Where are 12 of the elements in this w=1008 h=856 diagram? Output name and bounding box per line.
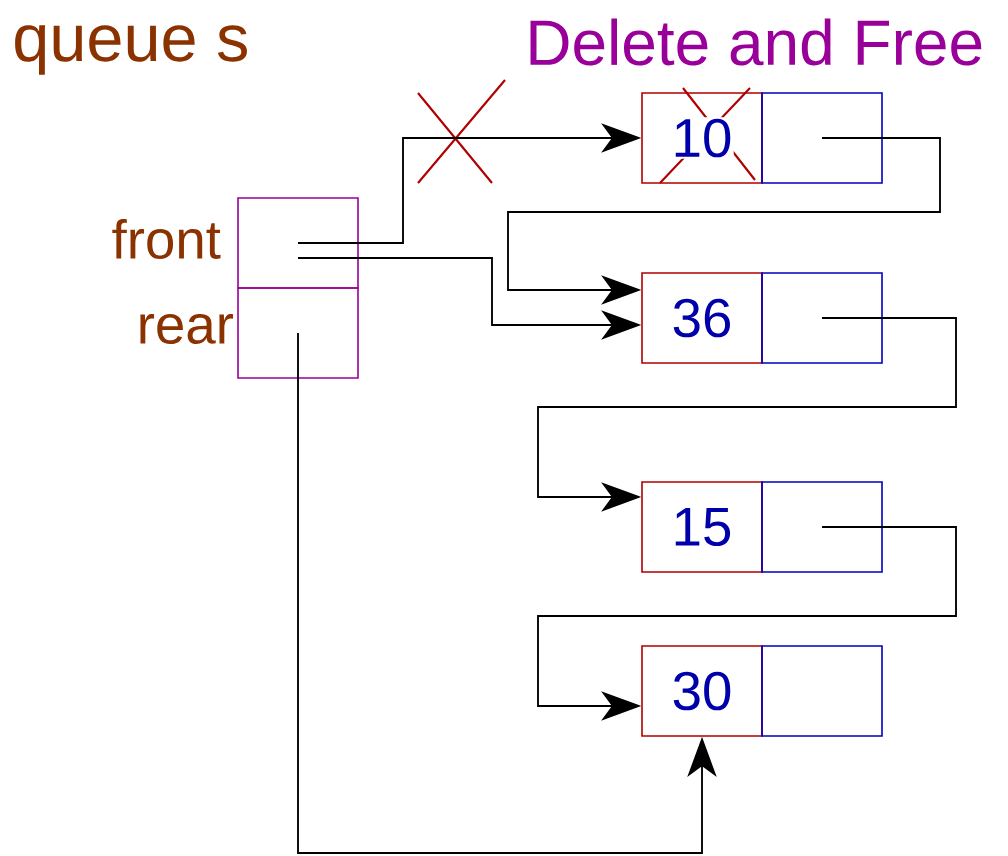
pointer-cell <box>761 272 883 364</box>
field-label: front <box>112 218 221 260</box>
pointer-cell <box>761 481 883 573</box>
title: queue s <box>15 25 247 75</box>
field-label: rear <box>140 314 233 344</box>
value-cell: 15 <box>641 481 763 573</box>
value-cell: 36 <box>641 272 763 364</box>
pointer-cell <box>761 645 883 737</box>
pointer-cell <box>761 92 883 184</box>
value-cell: 10 <box>641 92 763 184</box>
note: Delete and Free <box>530 18 982 66</box>
value-cell: 30 <box>641 645 763 737</box>
